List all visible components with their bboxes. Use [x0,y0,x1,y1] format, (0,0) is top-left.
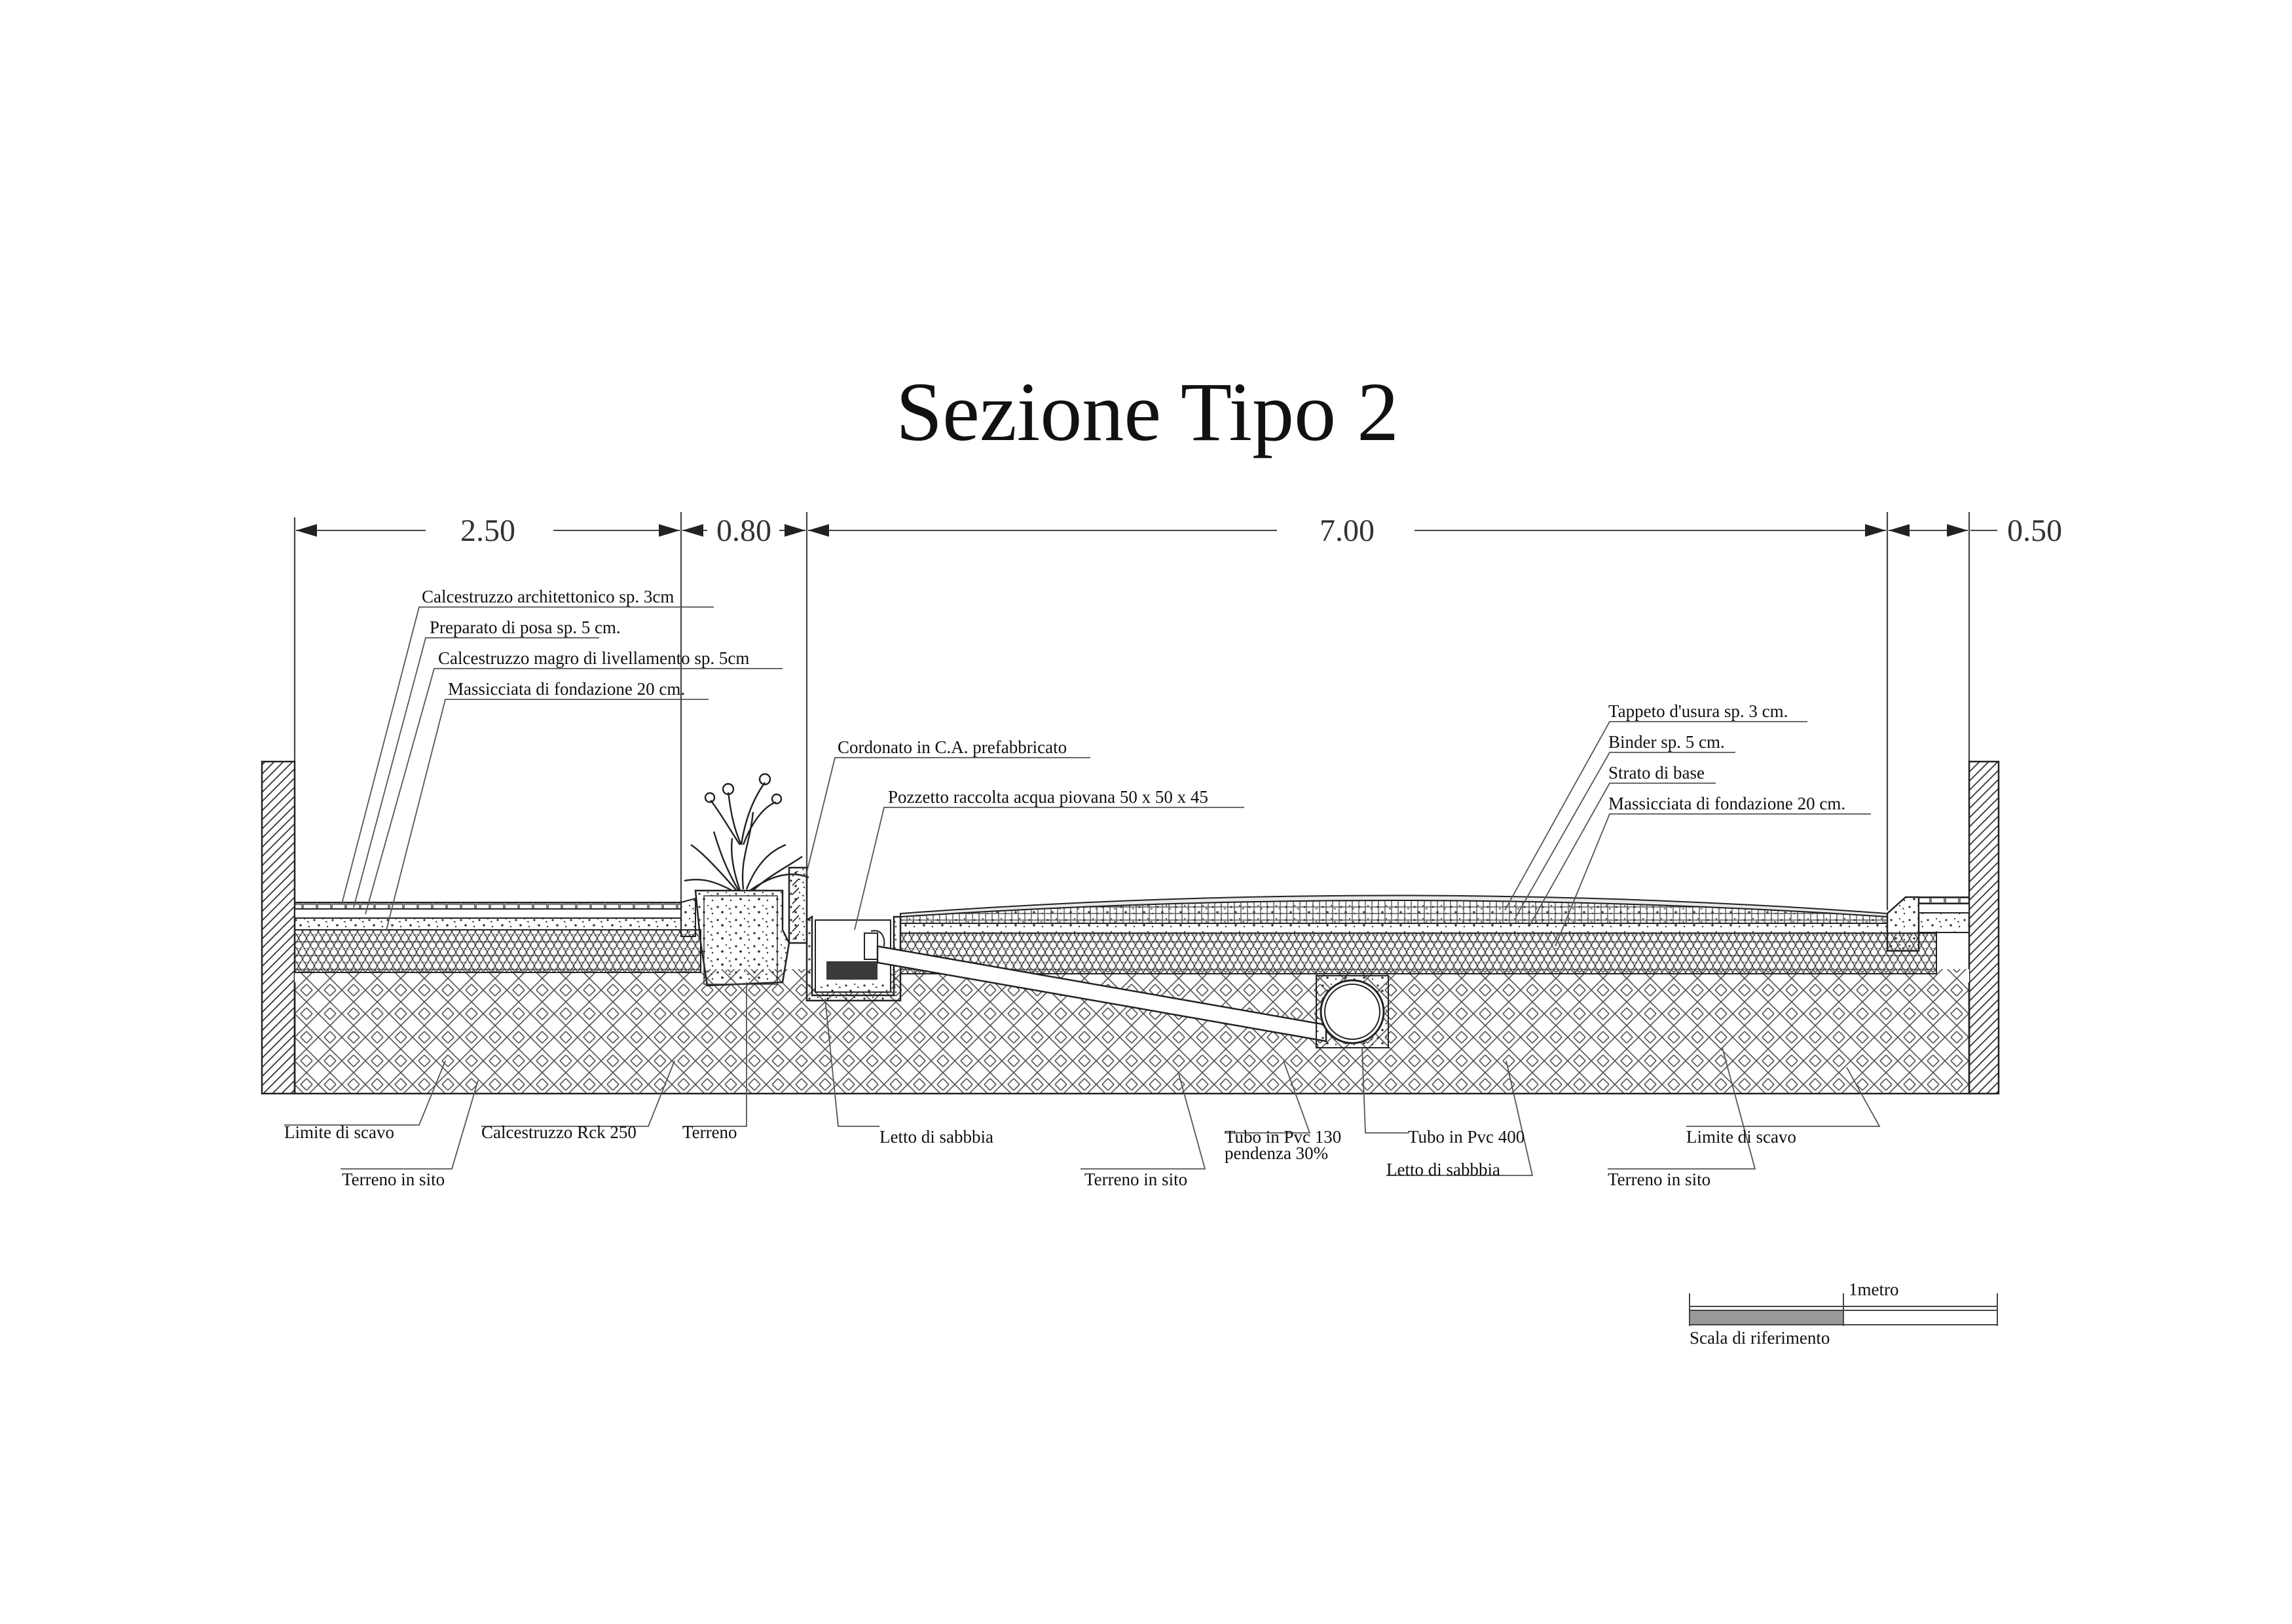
scale-unit-label: 1metro [1849,1280,1898,1299]
plant-illustration [684,773,809,892]
rainwater-manhole [805,915,902,1002]
curb-right [1886,896,1920,952]
dimension-values: 2.50 0.80 7.00 0.50 [460,513,2062,548]
label-excavation-limit-right: Limite di scavo [1686,1127,1796,1147]
dimension-left-strip: 2.50 [460,513,515,548]
labels-right-group: Tappeto d'usura sp. 3 cm. Binder sp. 5 c… [1608,701,1845,813]
leader-lines [284,606,1881,1176]
label-precast-curb: Cordonato in C.A. prefabbricato [838,737,1067,757]
dimension-lines [293,512,1997,917]
label-architectural-concrete: Calcestruzzo architettonico sp. 3cm [422,587,674,606]
labels-bottom-group: Limite di scavo Terreno in sito Calcestr… [284,1122,1796,1189]
label-pipe-slope: pendenza 30% [1225,1143,1328,1163]
label-sand-bed-pipe: Letto di sabbbia [1386,1160,1500,1179]
label-wearing-course: Tappeto d'usura sp. 3 cm. [1608,701,1788,721]
label-binder: Binder sp. 5 cm. [1608,732,1725,752]
layer-concrete-right [1918,912,1970,933]
layer-paving-right [1918,896,1970,904]
curb-left [680,897,696,937]
layer-bedding-left [294,908,682,919]
road-foundation [900,932,1937,974]
labels-left-group: Calcestruzzo architettonico sp. 3cm Prep… [422,587,749,699]
label-soil-left: Terreno in sito [342,1170,445,1189]
page-title: Sezione Tipo 2 [896,365,1399,458]
label-foundation-right: Massicciata di fondazione 20 cm. [1608,794,1845,813]
label-sand-bed-manhole: Letto di sabbbia [879,1127,993,1147]
label-planter-soil: Terreno [682,1122,737,1142]
label-soil-right: Terreno in sito [1608,1170,1710,1189]
label-lean-concrete: Calcestruzzo magro di livellamento sp. 5… [438,648,749,668]
layer-foundation-left [294,929,701,973]
layer-paving-left [294,902,682,910]
label-excavation-limit-left: Limite di scavo [284,1122,394,1142]
scale-bar: 1metro Scala di riferimento [1689,1280,1998,1348]
label-base-course: Strato di base [1608,763,1705,783]
label-soil-center: Terreno in sito [1084,1170,1187,1189]
section-body [261,760,2000,1095]
label-pipe-130: Tubo in Pvc 130 [1225,1127,1341,1147]
excavation-wall-left [261,760,296,1095]
dimension-right-strip: 0.50 [2007,513,2062,548]
label-foundation-left: Massicciata di fondazione 20 cm. [448,679,685,699]
precast-curb-hatch [792,871,799,940]
dimension-planter: 0.80 [716,513,771,548]
soil-in-situ [293,971,1970,1095]
road-surface-speckle [900,901,1887,925]
label-laying-bed: Preparato di posa sp. 5 cm. [430,618,621,637]
label-pipe-400: Tubo in Pvc 400 [1408,1127,1525,1147]
scale-caption: Scala di riferimento [1690,1328,1830,1348]
road-base-course [900,923,1888,934]
planter-soil-box [703,895,778,985]
layer-bedding-right [1918,903,1970,913]
label-rainwater-manhole: Pozzetto raccolta acqua piovana 50 x 50 … [888,787,1208,807]
excavation-wall-right [1968,760,2000,1095]
layer-lean-concrete-left [294,917,682,931]
labels-center-group: Cordonato in C.A. prefabbricato Pozzetto… [838,737,1208,807]
label-concrete-rck: Calcestruzzo Rck 250 [481,1122,637,1142]
pvc-pipes [876,945,1389,1048]
dimension-roadway: 7.00 [1320,513,1375,548]
